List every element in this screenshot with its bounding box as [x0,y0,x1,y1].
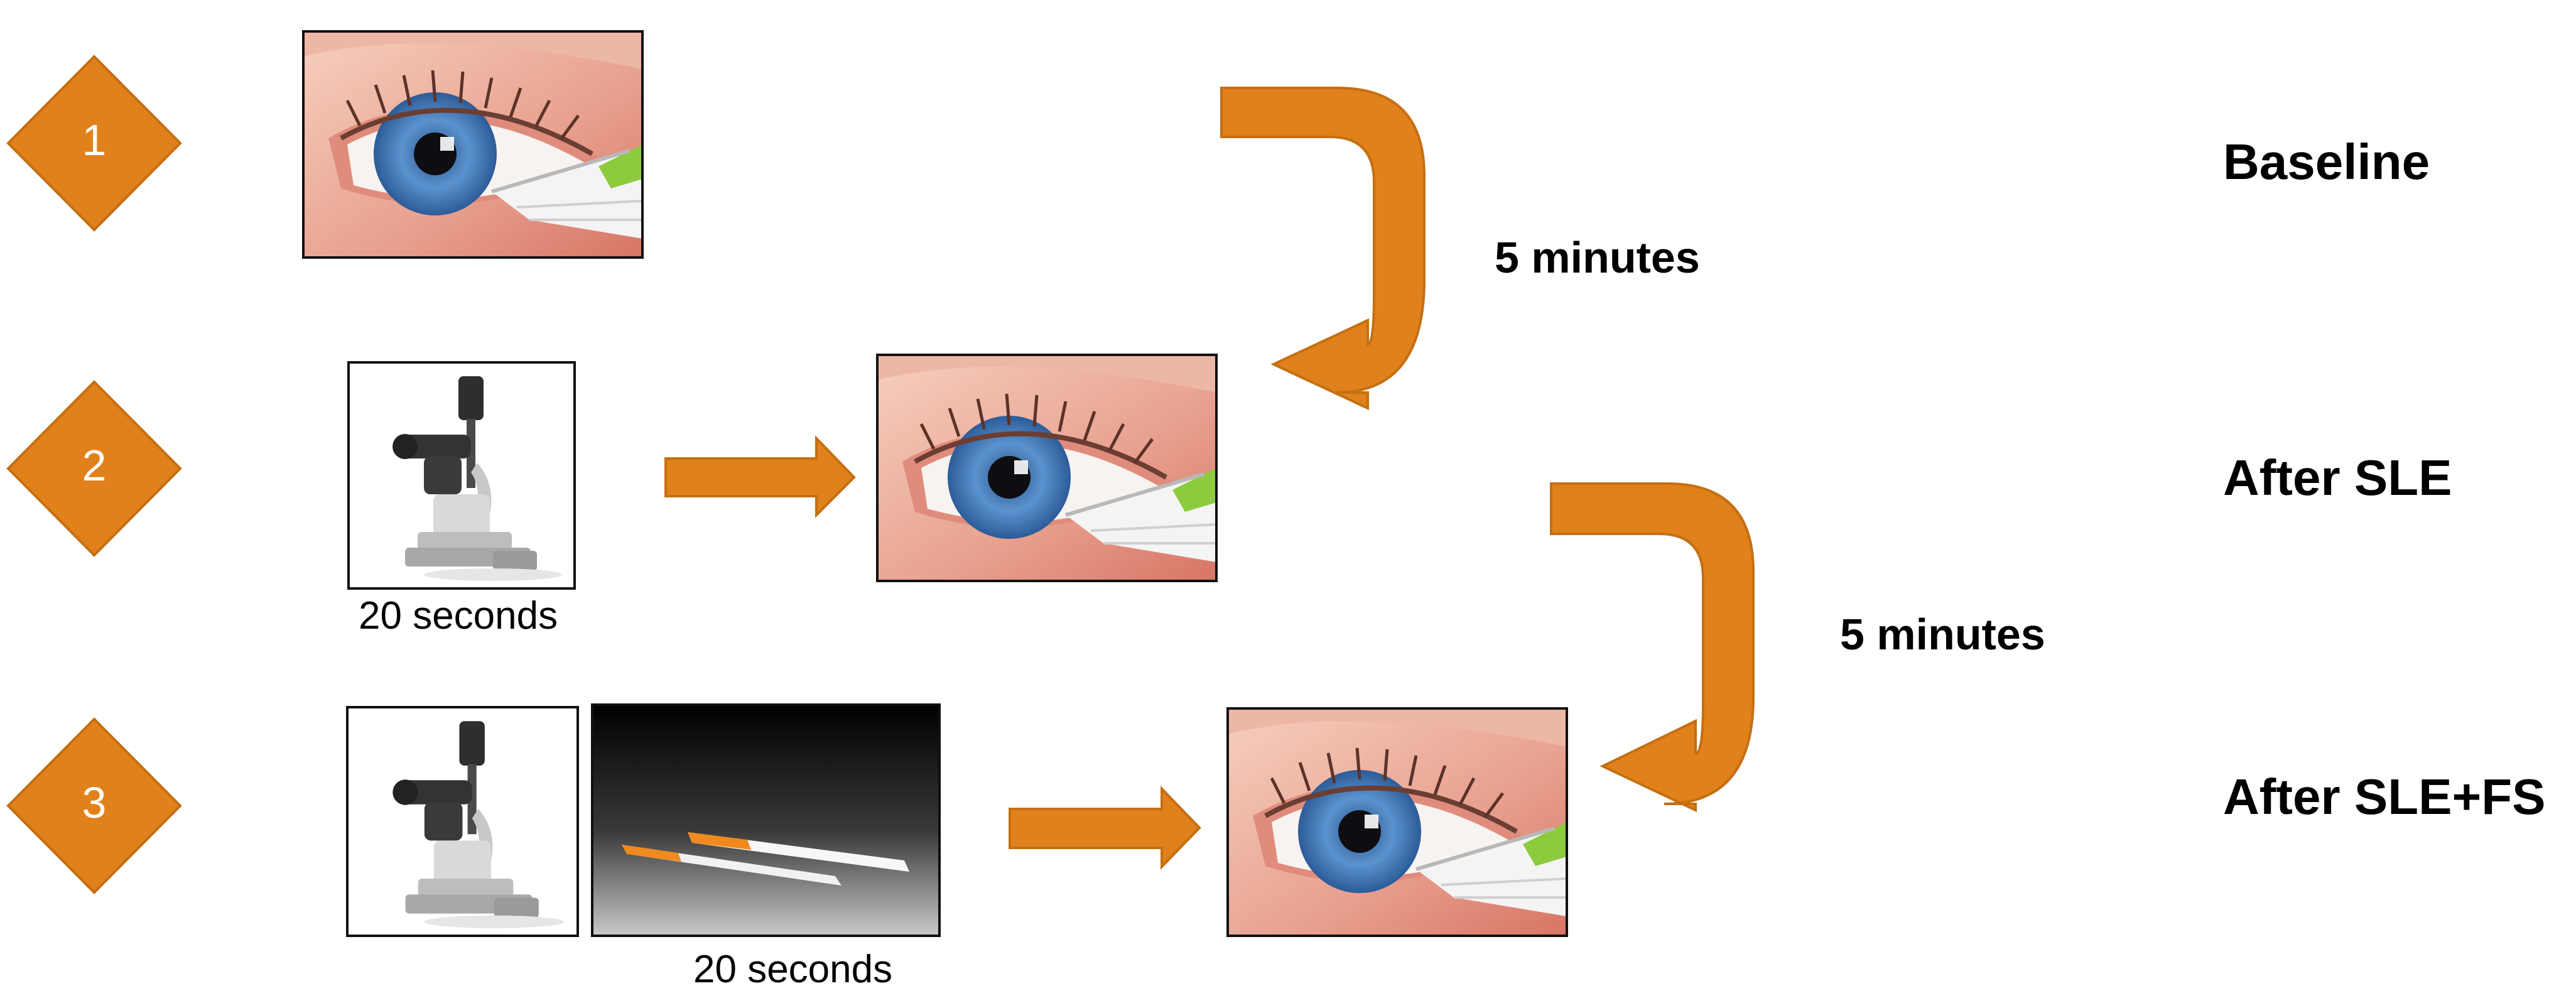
right-arrow-row2 [666,438,854,515]
stage-label-after-sle-fs: After SLE+FS [2223,768,2545,826]
interval-label-2: 5 minutes [1840,609,2045,659]
curved-arrow-2 [1551,484,1753,810]
slit-lamp-photo-row3 [347,707,578,936]
stage-label-after-sle: After SLE [2223,449,2452,507]
after-sle-fs-eye-photo [1228,708,1567,936]
baseline-eye-photo [303,31,642,258]
slit-lamp-photo-row2 [349,362,575,588]
curved-arrow-1 [1221,88,1424,408]
step-2-number: 2 [63,440,126,491]
after-sle-eye-photo [877,355,1216,581]
step-3-number: 3 [63,778,126,828]
slit-lamp-duration-caption: 20 seconds [359,594,558,638]
interval-label-1: 5 minutes [1495,232,1700,283]
step-1-number: 1 [63,115,126,165]
stage-label-baseline: Baseline [2223,133,2430,191]
right-arrow-row3 [1010,789,1199,867]
strips-duration-caption: 20 seconds [693,947,892,992]
fluorescein-strips-photo [592,705,939,936]
